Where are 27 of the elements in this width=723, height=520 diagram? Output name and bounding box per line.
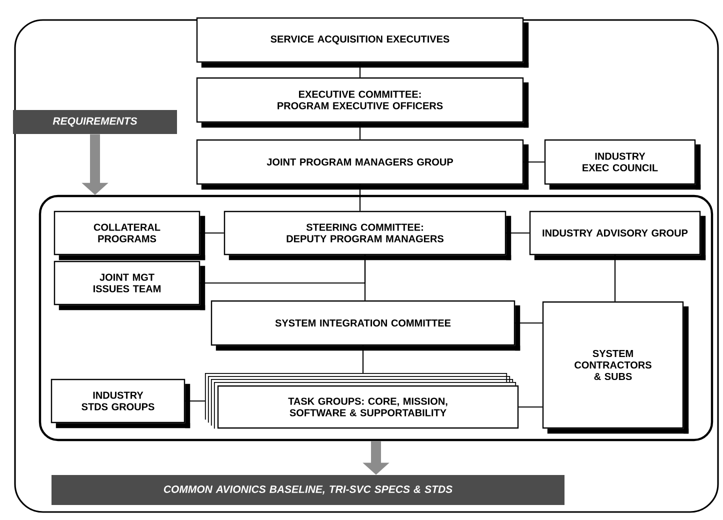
connector-line [359,122,361,140]
org-box: SERVICE ACQUISITION EXECUTIVES [196,17,529,68]
org-box: INDUSTRY ADVISORY GROUP [529,210,706,260]
org-box: COLLATERAL PROGRAMS [54,210,206,260]
connector-line [200,255,366,284]
org-box: JOINT PROGRAM MANAGERS GROUP [196,139,529,190]
connector-line [359,184,361,211]
connector-line [185,400,206,402]
org-box: STEERING COMMITTEE: DEPUTY PROGRAM MANAGERS [224,210,512,260]
org-box: INDUSTRY STDS GROUPS [50,378,190,428]
connector-line [518,406,542,408]
connector-line [359,62,361,78]
connector-line [524,161,544,163]
org-box: SYSTEM CONTRACTORS & SUBS [542,301,689,434]
stacked-box: TASK GROUPS: CORE, MISSION, SOFTWARE & SUPPORTABILITY [204,372,519,430]
group-frame [38,194,714,442]
org-box: JOINT MGT ISSUES TEAM [54,260,206,310]
connector-line [515,322,542,324]
connector-line [506,232,530,234]
connector-line [362,346,364,374]
connector-line [200,232,224,234]
org-box: SYSTEM INTEGRATION COMMITTEE [210,300,520,351]
banner-label: COMMON AVIONICS BASELINE, TRI-SVC SPECS & STDS [52,475,564,505]
org-box: EXECUTIVE COMMITTEE: PROGRAM EXECUTIVE OFFICERS [196,77,529,128]
org-box: INDUSTRY EXEC COUNCIL [544,139,701,190]
banner-label: REQUIREMENTS [13,110,177,134]
connector-line [614,255,616,302]
